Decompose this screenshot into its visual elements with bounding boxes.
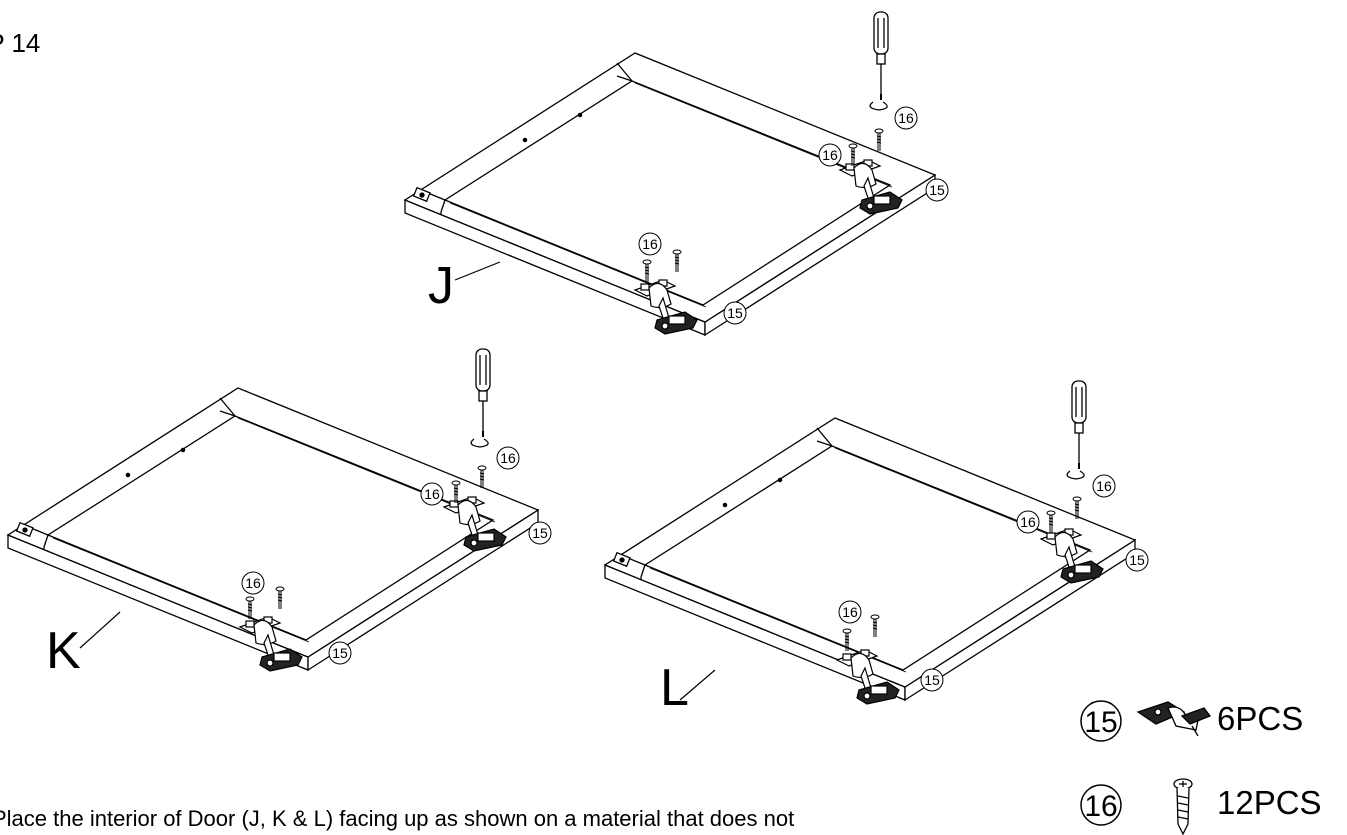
svg-text:16: 16 [1020,514,1036,530]
leader-line-k [79,611,121,649]
svg-text:15: 15 [332,645,348,661]
screw-icon [477,465,487,489]
screwdriver-icon [1071,380,1087,470]
svg-text:16: 16 [898,110,914,126]
callout-hinge: 15 15 15 15 15 15 [328,178,1149,692]
svg-text:16: 16 [822,147,838,163]
svg-text:15: 15 [532,525,548,541]
screwdriver-icon [475,348,491,438]
step-title: EP 14 [0,28,41,58]
part-16-quantity: 12PCS [1217,784,1322,821]
door-panel-j [404,52,936,336]
door-label-k: K [46,622,81,680]
svg-text:16: 16 [1096,478,1112,494]
part-number-circle [1080,700,1122,742]
svg-text:16: 16 [500,450,516,466]
screw-icon [874,128,884,152]
leader-line-j [454,261,501,281]
svg-text:15: 15 [727,305,743,321]
screwdriver-icon [873,11,889,101]
part-15-quantity: 6PCS [1217,700,1304,737]
door-k-assembly [7,348,539,672]
rotation-arrow-icon [1066,470,1085,480]
part-number-16: 16 [1084,790,1117,823]
door-l-assembly [604,380,1136,705]
svg-text:16: 16 [245,575,261,591]
leader-line-l [679,669,716,701]
instruction-text: Place the interior of Door (J, K & L) fa… [0,806,795,831]
door-j-assembly [404,11,936,336]
svg-text:16: 16 [424,486,440,502]
part-number-15: 15 [1084,706,1117,739]
svg-text:15: 15 [924,672,940,688]
svg-text:15: 15 [929,182,945,198]
rotation-arrow-icon [869,101,888,111]
part-number-circle [1080,784,1122,826]
parts-legend: 15 16 [1080,700,1212,835]
svg-text:16: 16 [842,604,858,620]
svg-text:16: 16 [642,236,658,252]
svg-text:15: 15 [1129,552,1145,568]
door-label-j: J [428,257,454,315]
hinge-icon [1136,701,1212,737]
rotation-arrow-icon [470,438,489,448]
door-label-l: L [660,659,689,717]
callout-screw: 16 16 16 16 16 16 16 16 16 [241,106,1116,624]
screw-icon [1173,778,1193,835]
door-panel-k [7,387,539,671]
